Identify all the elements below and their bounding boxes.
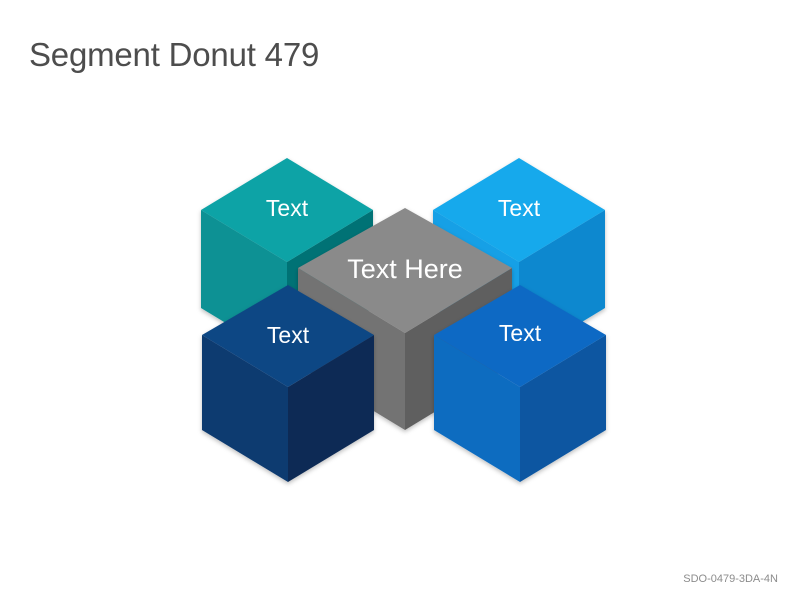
cube-bottom-left-top-face	[202, 285, 374, 387]
cube-bottom-left-right-face	[288, 335, 374, 482]
cube-top-left-top-face	[201, 158, 373, 262]
cube-center-top-face	[298, 208, 512, 333]
footer-code: SDO-0479-3DA-4N	[683, 573, 778, 585]
cube-bottom-right[interactable]: Text	[434, 285, 606, 482]
cube-bottom-right-right-face	[520, 335, 606, 482]
cube-bottom-left[interactable]: Text	[202, 285, 374, 482]
cube-top-right-top-face	[433, 158, 605, 262]
cube-center-label: Text Here	[347, 254, 463, 284]
cube-top-left-label: Text	[266, 195, 309, 221]
cube-bottom-left-label: Text	[267, 322, 310, 348]
cube-bottom-right-label: Text	[499, 320, 542, 346]
slide-title: Segment Donut 479	[29, 36, 320, 73]
cube-bottom-left-left-face	[202, 335, 288, 482]
cube-bottom-right-top-face	[434, 285, 606, 387]
cube-top-right-label: Text	[498, 195, 541, 221]
cube-bottom-right-left-face	[434, 335, 520, 482]
